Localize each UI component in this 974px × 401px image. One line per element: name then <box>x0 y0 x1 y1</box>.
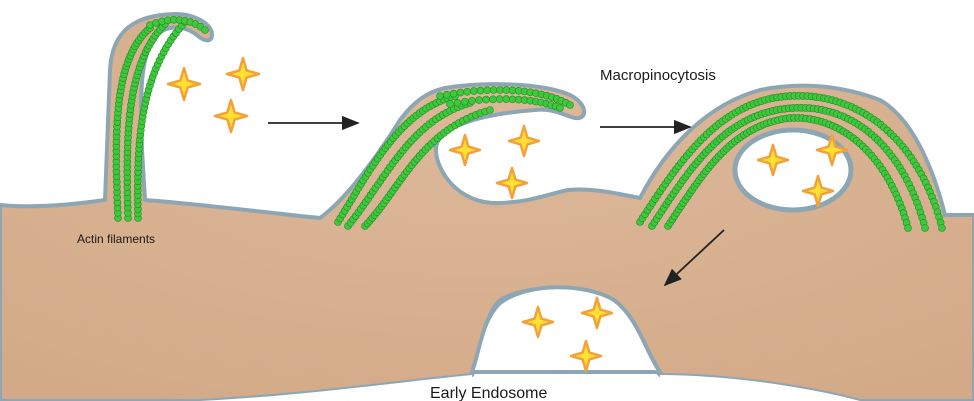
cargo-star-icon <box>509 126 539 156</box>
cargo-star-icon <box>227 58 259 90</box>
actin-bead <box>557 105 564 112</box>
actin-bead <box>461 98 468 105</box>
cargo-star-icon <box>450 135 480 165</box>
actin-bead <box>447 101 454 108</box>
actin-bead <box>483 96 490 103</box>
actin-bead <box>437 93 444 100</box>
actin-bead <box>450 90 457 97</box>
actin-bead <box>202 27 209 34</box>
actin-bead <box>487 107 494 114</box>
actin-bead <box>457 89 464 96</box>
actin-bead <box>503 96 510 103</box>
label-macropinocytosis: Macropinocytosis <box>600 67 716 84</box>
actin-bead <box>476 97 483 104</box>
actin-bead <box>454 99 461 106</box>
cargo-star-icon <box>168 68 200 100</box>
actin-bead <box>484 87 491 94</box>
actin-bead <box>567 102 574 109</box>
actin-bead <box>464 88 471 95</box>
actin-bead <box>490 96 497 103</box>
actin-bead <box>922 225 929 232</box>
actin-bead <box>905 225 912 232</box>
actin-bead <box>469 97 476 104</box>
cargo-star-icon <box>497 168 527 198</box>
actin-bead <box>443 91 450 98</box>
actin-bead <box>496 96 503 103</box>
actin-bead <box>490 87 497 94</box>
label-actin-filaments: Actin filaments <box>77 232 155 246</box>
actin-bead <box>497 87 504 94</box>
label-early-endosome: Early Endosome <box>430 385 547 401</box>
actin-bead <box>477 87 484 94</box>
actin-bead <box>470 88 477 95</box>
cargo-star-icon <box>215 100 247 132</box>
actin-bead <box>939 225 946 232</box>
